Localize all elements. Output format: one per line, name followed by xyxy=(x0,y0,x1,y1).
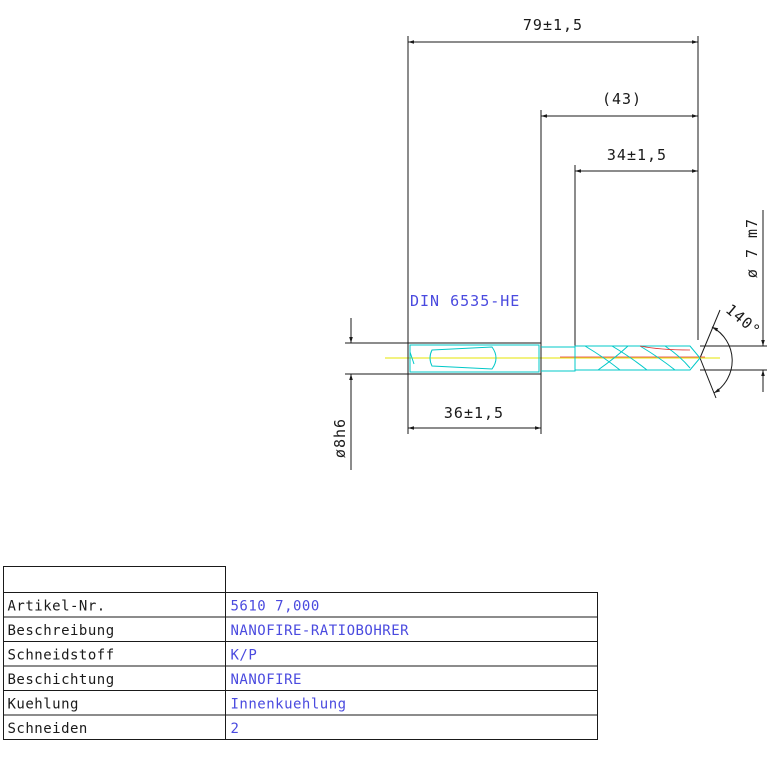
angle-leg-bottom xyxy=(699,357,717,399)
table-row-label: Beschreibung xyxy=(8,623,115,639)
angle-leg-top xyxy=(699,309,721,359)
table-row-value: NANOFIRE xyxy=(231,672,302,688)
point-angle-label: 140° xyxy=(722,300,764,340)
cutting-length-label: 34±1,5 xyxy=(607,146,667,164)
table-row-value: NANOFIRE-RATIOBOHRER xyxy=(231,623,410,639)
table-row-value: K/P xyxy=(231,648,258,664)
table-row xyxy=(3,714,598,740)
shank-inner xyxy=(409,344,540,373)
cutting-length-dimension: 34±1,5 xyxy=(574,146,698,350)
table-row-label: Schneiden xyxy=(8,721,88,737)
overall-length-dimension: 79±1,5 xyxy=(407,16,699,372)
table-row-label: Schneidstoff xyxy=(8,648,115,664)
drill-body xyxy=(385,342,720,375)
table-row-label: Kuehlung xyxy=(8,697,79,713)
clamping-flat xyxy=(429,346,497,370)
angle-arc xyxy=(711,326,733,394)
flute-accent xyxy=(639,345,691,351)
shank-diameter-label: ø8h6 xyxy=(331,418,349,458)
table-row-value: 5610 7,000 xyxy=(231,599,320,615)
flute-length-dimension: (43) xyxy=(540,90,698,372)
table-row-value: Innenkuehlung xyxy=(231,697,347,713)
shank-end-mark xyxy=(409,351,415,365)
table-row-value: 2 xyxy=(231,721,240,737)
shank xyxy=(407,342,542,375)
overall-length-label: 79±1,5 xyxy=(523,16,583,34)
flute-helix xyxy=(584,345,691,371)
standard-note: DIN 6535-HE xyxy=(410,292,520,310)
shank-length-label: 36±1,5 xyxy=(444,404,504,422)
shank-length-dimension: 36±1,5 xyxy=(407,372,542,434)
flute-length-label: (43) xyxy=(602,90,642,108)
flute-outline xyxy=(574,345,701,371)
table-header-left xyxy=(3,566,226,593)
point-angle-dimension: 140° xyxy=(699,300,764,399)
shank-diameter-dimension: ø8h6 xyxy=(331,318,408,470)
table-row-label: Beschichtung xyxy=(8,672,115,688)
neck xyxy=(541,346,576,372)
cutting-diameter-label: ø 7 m7 xyxy=(743,218,761,278)
table-row-label: Artikel-Nr. xyxy=(8,599,106,615)
cutting-diameter-dimension: ø 7 m7 xyxy=(700,210,767,392)
